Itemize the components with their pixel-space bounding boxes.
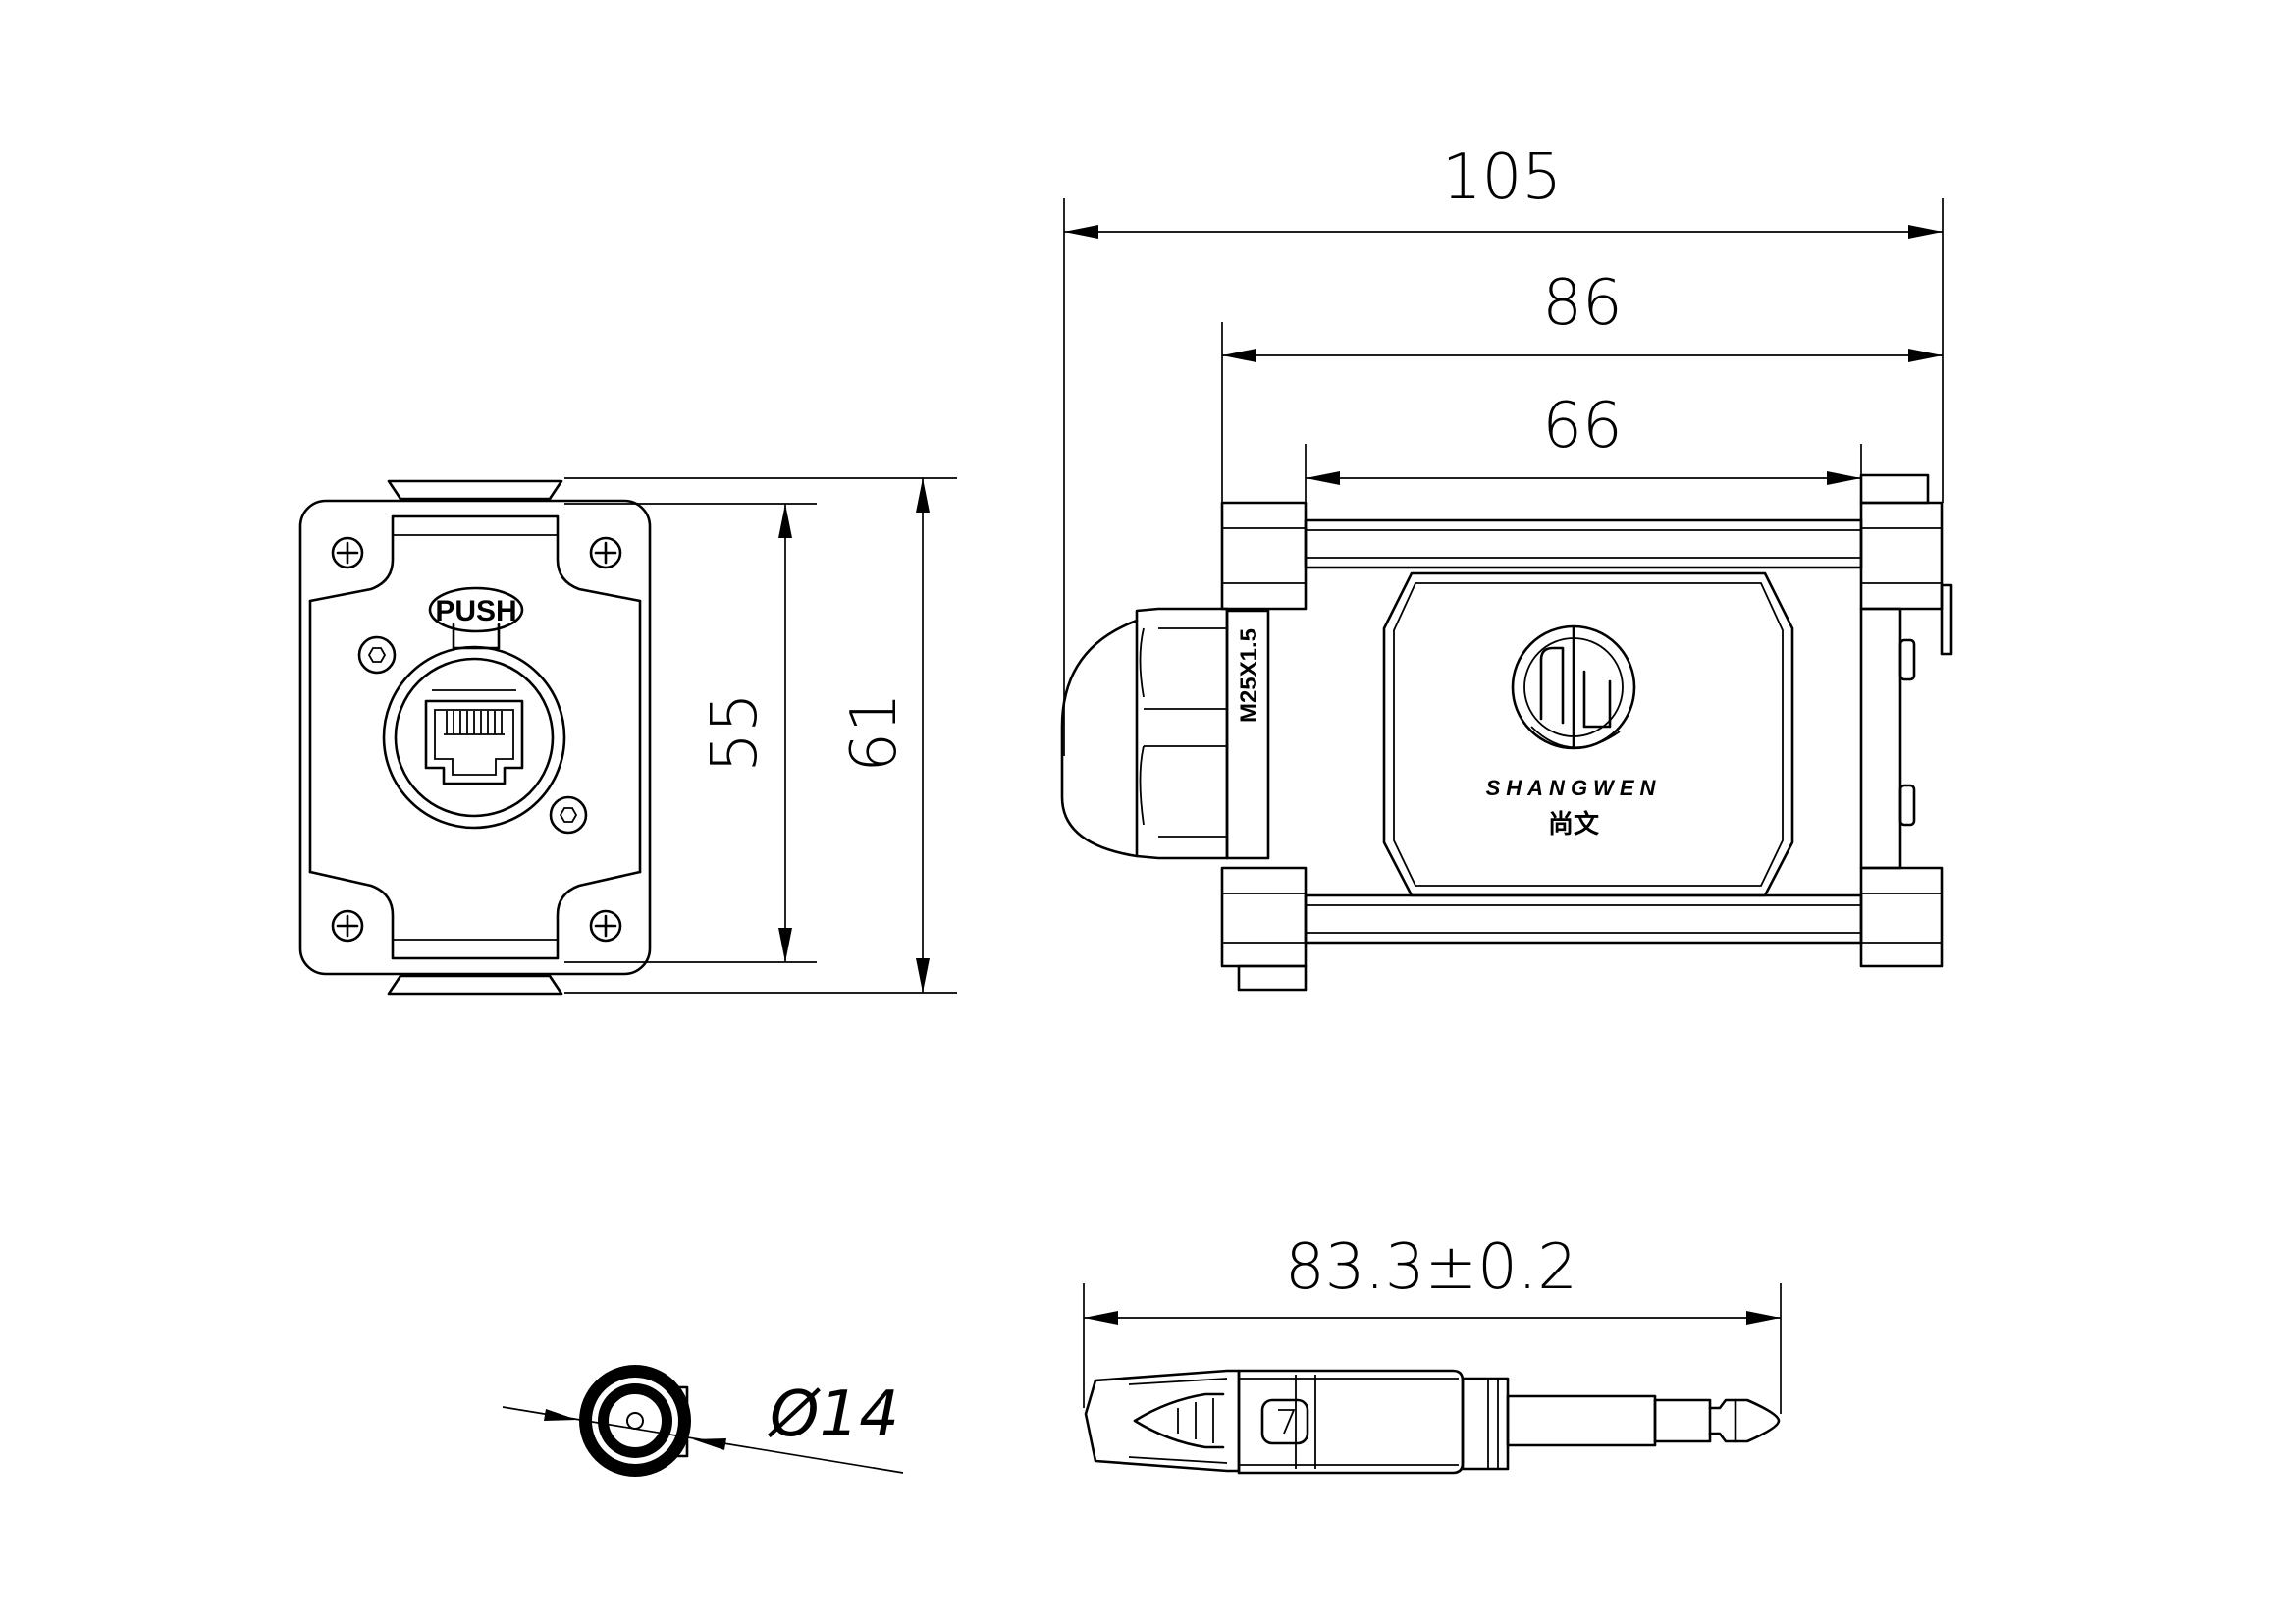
brand-logo-icon <box>1511 624 1636 750</box>
left-block-bottom <box>1220 866 1308 968</box>
side-dimension-66: 66 <box>1305 390 1862 503</box>
dim-66-label: 66 <box>1542 390 1622 462</box>
gland-nut <box>1135 607 1229 860</box>
screw-bottom-left-icon <box>331 909 364 943</box>
side-dimension-86: 86 <box>1221 267 1943 503</box>
thread-label: M25X1.5 <box>1236 628 1262 723</box>
right-top-tab <box>1859 473 1930 505</box>
plug-grip-cap <box>1084 1369 1241 1473</box>
right-block-top <box>1859 501 1944 611</box>
dim-61-label: 61 <box>838 692 911 772</box>
dim-105-label: 105 <box>1442 141 1562 214</box>
top-recess <box>308 514 642 603</box>
top-tab <box>387 479 563 501</box>
plug-insulator <box>1708 1398 1737 1443</box>
front-dimension-61: 61 <box>564 477 957 994</box>
right-latch-top <box>1898 638 1916 681</box>
plug-end-view <box>579 1365 691 1477</box>
plug-grip-chevron <box>1133 1392 1225 1449</box>
plug-end-tab <box>675 1385 689 1458</box>
flange-outline <box>298 499 652 976</box>
bottom-recess <box>308 870 642 960</box>
bottom-tab <box>387 974 563 996</box>
screw-top-right-icon <box>589 536 622 569</box>
top-rail <box>1304 518 1863 569</box>
front-dimension-55: 55 <box>564 503 817 963</box>
plug-dimension-diameter: Ø14 <box>502 1379 904 1474</box>
push-button <box>428 586 524 633</box>
rj45-jack-inner <box>434 709 514 776</box>
push-label: PUSH <box>435 595 516 627</box>
housing-outline <box>1382 571 1794 897</box>
gland-dome <box>1060 619 1139 858</box>
bottom-rail <box>1304 893 1863 945</box>
gland-nut-facets <box>1139 627 1145 826</box>
plug-end-tip <box>626 1412 644 1430</box>
right-panel <box>1859 607 1902 870</box>
plug-tip <box>1734 1398 1781 1443</box>
plug-side-view <box>1084 1369 1781 1475</box>
hex-screw-right-icon <box>549 795 588 835</box>
connector-ring-inner <box>394 657 555 818</box>
screw-top-left-icon <box>331 536 364 569</box>
plug-collar <box>1461 1377 1510 1471</box>
connector-ring-outer <box>382 645 566 830</box>
dim-86-label: 86 <box>1542 267 1622 340</box>
rj45-jack-outline <box>424 699 524 785</box>
plug-sleeve <box>1506 1394 1657 1447</box>
dim-length-label: 83.3±0.2 <box>1285 1231 1577 1304</box>
left-block-top <box>1220 501 1308 611</box>
housing-inner <box>1393 582 1784 887</box>
right-block-bottom <box>1859 866 1944 968</box>
push-latch <box>452 623 501 650</box>
plug-body <box>1237 1369 1465 1475</box>
right-latch-bottom <box>1898 784 1916 827</box>
plug-grip-slots <box>1177 1398 1214 1443</box>
brand-name-cn: 尚文 <box>1548 809 1600 839</box>
side-view: M25X1.5 <box>1060 473 1953 992</box>
plug-ring <box>1653 1398 1712 1443</box>
dim-diameter-label: Ø14 <box>767 1379 899 1451</box>
plug-dimension-length: 83.3±0.2 <box>1083 1231 1782 1414</box>
front-view: PUSH <box>298 479 652 996</box>
plug-latch-mark <box>1278 1409 1296 1435</box>
dim-55-label: 55 <box>699 692 772 772</box>
plug-grip-ridges <box>1128 1378 1228 1464</box>
brand-name: SHANGWEN <box>1486 776 1662 800</box>
left-foot <box>1237 964 1308 992</box>
rj45-contacts <box>444 711 505 735</box>
thread-section <box>1225 609 1270 860</box>
side-dimension-105: 105 <box>1063 141 1944 756</box>
hex-screw-left-icon <box>357 635 397 675</box>
body-sides <box>308 599 642 874</box>
right-clip <box>1940 583 1953 656</box>
plug-latch-button <box>1260 1398 1309 1445</box>
screw-bottom-right-icon <box>589 909 622 943</box>
